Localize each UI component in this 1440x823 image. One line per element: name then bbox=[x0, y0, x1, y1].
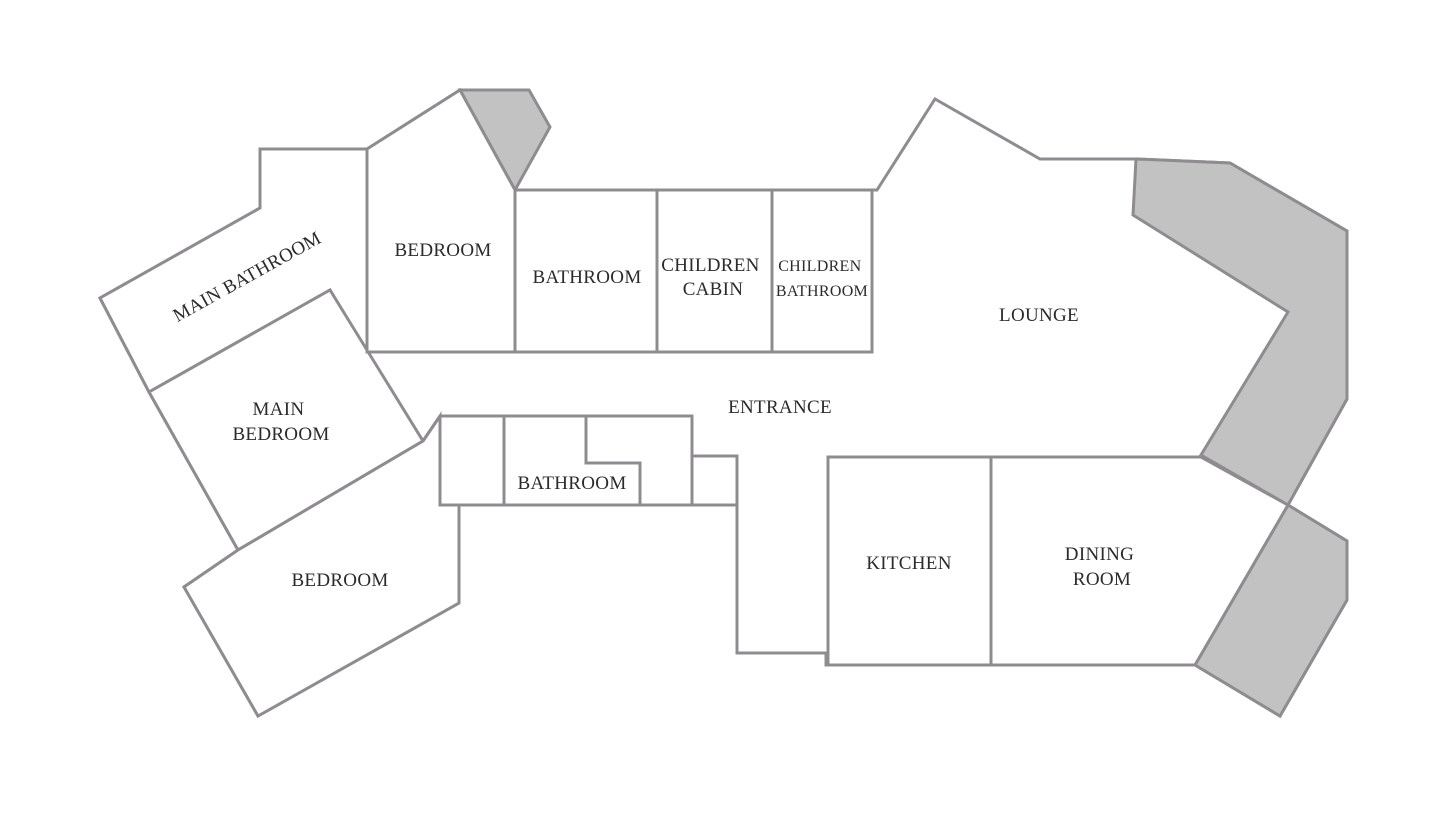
children-bathroom-room bbox=[770, 188, 874, 354]
label-dining-room: DINING ROOM bbox=[1065, 544, 1139, 590]
label-dining-room-line-1: DINING bbox=[1065, 544, 1134, 565]
label-dining-room-line-2: ROOM bbox=[1073, 569, 1131, 590]
label-children-cabin: CHILDREN CABIN bbox=[661, 255, 765, 300]
label-bedroom-top: BEDROOM bbox=[394, 240, 491, 261]
label-children-bathroom-line-2: BATHROOM bbox=[776, 283, 868, 300]
kitchen-room bbox=[826, 455, 993, 667]
closet-room bbox=[690, 454, 739, 507]
label-entrance: ENTRANCE bbox=[728, 397, 832, 418]
label-children-cabin-line-1: CHILDREN bbox=[661, 255, 759, 276]
label-main-bedroom: MAIN BEDROOM bbox=[232, 399, 329, 445]
label-children-bathroom: CHILDREN BATHROOM bbox=[776, 258, 868, 300]
label-main-bedroom-line-2: BEDROOM bbox=[232, 424, 329, 445]
label-bathroom-bottom: BATHROOM bbox=[517, 473, 626, 494]
bathroom-top-room bbox=[513, 188, 659, 354]
label-bathroom-top: BATHROOM bbox=[532, 267, 641, 288]
children-cabin-room bbox=[655, 188, 774, 354]
dining-room-room bbox=[989, 455, 1291, 667]
label-bedroom-bottom: BEDROOM bbox=[291, 570, 388, 591]
bedroom-bottom-room bbox=[182, 411, 461, 719]
label-children-cabin-line-2: CABIN bbox=[683, 279, 744, 300]
label-lounge: LOUNGE bbox=[999, 305, 1079, 326]
label-children-bathroom-line-1: CHILDREN bbox=[778, 258, 861, 275]
label-kitchen: KITCHEN bbox=[866, 553, 951, 574]
label-main-bedroom-line-1: MAIN bbox=[253, 399, 305, 420]
bathroom-bottom-partition bbox=[584, 416, 642, 505]
